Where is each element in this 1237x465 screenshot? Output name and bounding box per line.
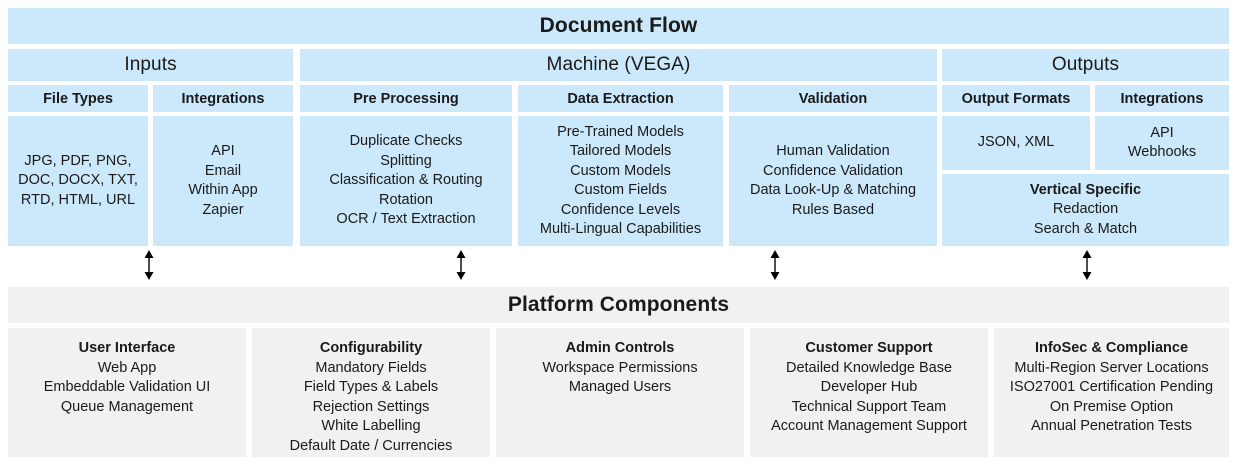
platform-card-infosec-compliance: InfoSec & Compliance Multi-Region Server… (994, 328, 1229, 457)
list-item: Webhooks (1127, 144, 1197, 160)
list-item: Tailored Models (569, 143, 672, 159)
connector-arrow-outputs-to-platform (1082, 250, 1092, 280)
list-item: White Labelling (321, 418, 421, 434)
vertical-specific-header: Vertical Specific (1029, 181, 1142, 198)
diagram-title-banner: Document Flow (8, 8, 1229, 44)
column-header-label: Data Extraction (567, 90, 674, 107)
platform-card-customer-support: Customer Support Detailed Knowledge Base… (750, 328, 988, 457)
list-item: Developer Hub (820, 379, 918, 395)
list-item: JPG, PDF, PNG, (24, 152, 132, 169)
section-header-outputs: Outputs (942, 49, 1229, 81)
list-item: Duplicate Checks (349, 133, 463, 150)
platform-card-configurability: Configurability Mandatory Fields Field T… (252, 328, 490, 457)
list-item: Custom Fields (574, 182, 667, 198)
list-item: Confidence Validation (763, 162, 903, 179)
list-item: Mandatory Fields (315, 359, 427, 376)
card-title: Admin Controls (565, 340, 675, 356)
list-item: Annual Penetration Tests (1031, 418, 1192, 434)
card-title: Customer Support (805, 340, 933, 356)
list-item: JSON, XML (977, 134, 1055, 151)
list-item: Web App (97, 359, 157, 376)
column-body-outputs-integrations: API Webhooks (1095, 116, 1229, 170)
column-header-file-types: File Types (8, 85, 148, 112)
card-title: InfoSec & Compliance (1034, 340, 1189, 356)
list-item: API (211, 143, 235, 159)
list-item: Rotation (378, 191, 433, 208)
column-header-data-extraction: Data Extraction (518, 85, 723, 112)
list-item: OCR / Text Extraction (336, 211, 476, 228)
list-item: Workspace Permissions (542, 359, 698, 376)
column-header-label: Integrations (1120, 90, 1204, 107)
diagram-title: Document Flow (539, 14, 698, 37)
list-item: Default Date / Currencies (289, 437, 453, 454)
list-item: API (1150, 124, 1174, 141)
column-header-label: Pre Processing (353, 90, 459, 107)
section-header-inputs: Inputs (8, 49, 293, 81)
section-title-machine: Machine (VEGA) (546, 54, 691, 75)
list-item: Splitting (380, 152, 432, 169)
card-title: Configurability (319, 340, 423, 356)
list-item: ISO27001 Certification Pending (1009, 379, 1214, 395)
column-body-data-extraction: Pre-Trained Models Tailored Models Custo… (518, 116, 723, 246)
list-item: Managed Users (568, 379, 672, 395)
list-item: Redaction (1052, 201, 1119, 218)
list-item: Classification & Routing (329, 172, 483, 189)
column-header-label: Output Formats (961, 90, 1071, 107)
list-item: RTD, HTML, URL (20, 191, 136, 208)
list-item: Confidence Levels (560, 201, 681, 218)
section-title-outputs: Outputs (1051, 54, 1120, 75)
list-item: Detailed Knowledge Base (785, 359, 953, 376)
column-header-outputs-integrations: Integrations (1095, 85, 1229, 112)
column-body-inputs-integrations: API Email Within App Zapier (153, 116, 293, 246)
list-item: Multi-Region Server Locations (1014, 359, 1209, 376)
column-body-pre-processing: Duplicate Checks Splitting Classificatio… (300, 116, 512, 246)
platform-card-admin-controls: Admin Controls Workspace Permissions Man… (496, 328, 744, 457)
column-body-validation: Human Validation Confidence Validation D… (729, 116, 937, 246)
list-item: Multi-Lingual Capabilities (539, 221, 702, 237)
platform-card-user-interface: User Interface Web App Embeddable Valida… (8, 328, 246, 457)
connector-arrow-inputs-to-platform (144, 250, 154, 280)
section-header-platform-components: Platform Components (8, 287, 1229, 323)
connector-arrow-validation-to-platform (770, 250, 780, 280)
list-item: Email (204, 162, 242, 179)
column-header-pre-processing: Pre Processing (300, 85, 512, 112)
list-item: Rules Based (791, 201, 875, 218)
list-item: Data Look-Up & Matching (749, 182, 917, 198)
list-item: Account Management Support (771, 418, 967, 434)
column-body-file-types: JPG, PDF, PNG, DOC, DOCX, TXT, RTD, HTML… (8, 116, 148, 246)
list-item: Queue Management (60, 398, 194, 415)
column-header-label: Validation (798, 90, 868, 107)
column-header-output-formats: Output Formats (942, 85, 1090, 112)
section-title-inputs: Inputs (124, 54, 177, 75)
column-header-label: Integrations (181, 90, 265, 107)
column-body-output-formats: JSON, XML (942, 116, 1090, 170)
section-title-platform: Platform Components (507, 293, 730, 316)
section-header-machine: Machine (VEGA) (300, 49, 937, 81)
list-item: Custom Models (570, 162, 671, 179)
card-title: User Interface (78, 340, 176, 356)
list-item: On Premise Option (1049, 398, 1174, 415)
list-item: Within App (188, 182, 258, 198)
list-item: Pre-Trained Models (557, 123, 684, 140)
list-item: Embeddable Validation UI (43, 379, 211, 395)
column-header-validation: Validation (729, 85, 937, 112)
list-item: Human Validation (776, 143, 890, 159)
list-item: Rejection Settings (312, 398, 430, 415)
list-item: Search & Match (1033, 220, 1138, 237)
column-header-inputs-integrations: Integrations (153, 85, 293, 112)
list-item: Technical Support Team (791, 398, 947, 415)
list-item: Zapier (202, 201, 244, 218)
column-header-label: File Types (43, 90, 113, 107)
connector-arrow-pre-processing-to-platform (456, 250, 466, 280)
list-item: Field Types & Labels (303, 379, 439, 395)
list-item: DOC, DOCX, TXT, (18, 172, 138, 189)
outputs-vertical-specific: Vertical Specific Redaction Search & Mat… (942, 174, 1229, 246)
